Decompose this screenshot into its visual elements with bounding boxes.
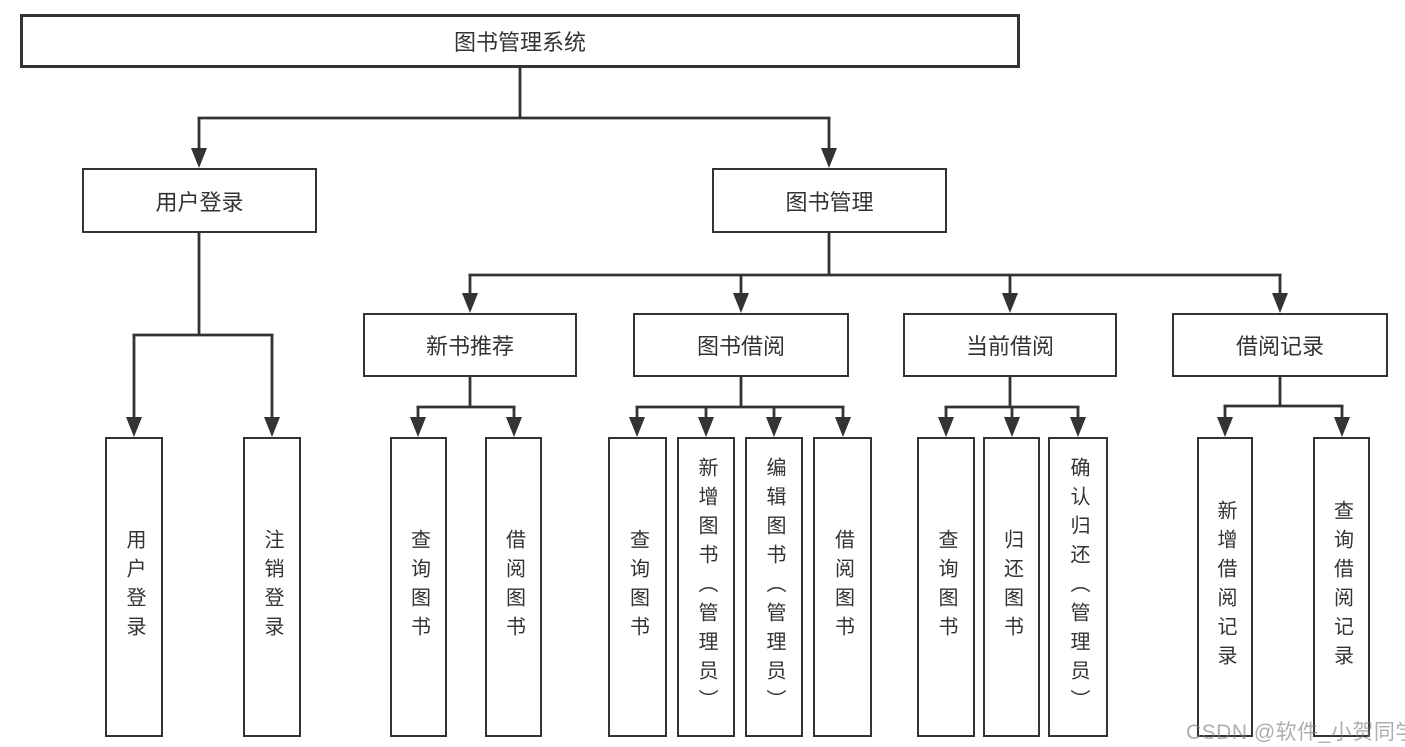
leaf-return-books: 归还图书	[983, 437, 1040, 737]
leaf-label: 查询图书	[626, 529, 649, 645]
leaf-label: 新增借阅记录	[1214, 500, 1236, 674]
leaf-user-login: 用户登录	[105, 437, 163, 737]
node-user-login: 用户登录	[82, 168, 317, 233]
connector-new-book-recommendation-to-leaves	[410, 377, 522, 437]
leaf-label: 归还图书	[1000, 529, 1023, 645]
leaf-borrow-books: 借阅图书	[813, 437, 872, 737]
node-book-management: 图书管理	[712, 168, 947, 233]
leaf-query-borrow-record: 查询借阅记录	[1313, 437, 1370, 737]
leaf-label: 注销登录	[261, 529, 283, 645]
csdn-watermark: CSDN @软件_小贺同学	[1186, 721, 1405, 744]
leaf-label: 查询借阅记录	[1330, 500, 1353, 674]
connector-user-login-to-leaves	[126, 233, 280, 437]
connector-book-management-to-level3	[462, 233, 1288, 313]
connector-borrowing-records-to-leaves	[1217, 377, 1350, 437]
leaf-query-books: 查询图书	[608, 437, 667, 737]
leaf-label: 新增图书（管理员）	[695, 456, 717, 718]
leaf-confirm-return-admin: 确认归还（管理员）	[1048, 437, 1108, 737]
node-new-book-recommendation: 新书推荐	[363, 313, 577, 377]
leaf-label: 确认归还（管理员）	[1067, 456, 1089, 718]
connector-current-borrowing-to-leaves	[938, 377, 1086, 437]
leaf-label: 用户登录	[123, 529, 145, 645]
leaf-add-book-admin: 新增图书（管理员）	[677, 437, 735, 737]
leaf-borrow-books: 借阅图书	[485, 437, 542, 737]
leaf-label: 借阅图书	[502, 529, 525, 645]
node-book-borrowing: 图书借阅	[633, 313, 849, 377]
leaf-label: 查询图书	[407, 529, 430, 645]
leaf-logout: 注销登录	[243, 437, 301, 737]
leaf-label: 编辑图书（管理员）	[763, 456, 785, 718]
leaf-label: 借阅图书	[831, 529, 854, 645]
leaf-edit-book-admin: 编辑图书（管理员）	[745, 437, 803, 737]
connector-book-borrowing-to-leaves	[629, 377, 851, 437]
node-current-borrowing: 当前借阅	[903, 313, 1117, 377]
leaf-query-books: 查询图书	[917, 437, 975, 737]
node-borrowing-records: 借阅记录	[1172, 313, 1388, 377]
node-library-management-system: 图书管理系统	[20, 14, 1020, 68]
connector-root-to-level2	[191, 68, 837, 168]
leaf-query-books: 查询图书	[390, 437, 447, 737]
leaf-label: 查询图书	[935, 529, 957, 645]
leaf-add-borrow-record: 新增借阅记录	[1197, 437, 1253, 737]
